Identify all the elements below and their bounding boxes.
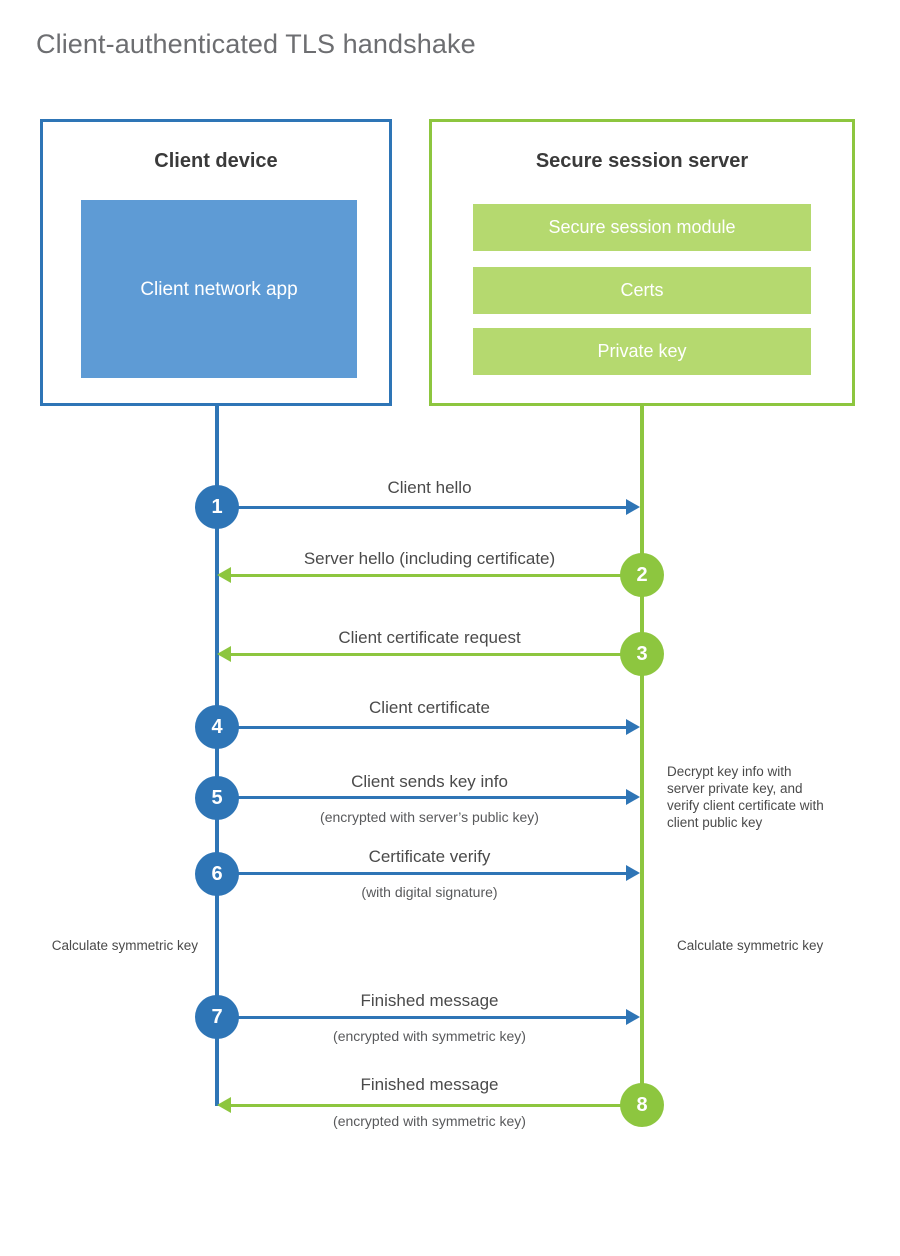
step-7-badge: 7 <box>195 995 239 1039</box>
step-1-arrow-head-icon <box>626 499 640 515</box>
step-3-label: Client certificate request <box>338 628 521 647</box>
step-5-arrow-line <box>217 796 626 799</box>
client-device-title: Client device <box>154 150 278 172</box>
server-decrypt-note: Decrypt key info with server private key… <box>667 764 824 830</box>
step-4-arrow-line <box>217 726 626 729</box>
step-2-badge: 2 <box>620 553 664 597</box>
step-3-badge: 3 <box>620 632 664 676</box>
step-7-arrow-head-icon <box>626 1009 640 1025</box>
step-1-badge: 1 <box>195 485 239 529</box>
step-2-arrow-line <box>231 574 642 577</box>
step-5-label: Client sends key info <box>351 772 508 791</box>
step-7-label: Finished message <box>360 991 499 1010</box>
step-6-label: Certificate verify <box>368 847 491 866</box>
step-8-sublabel: (encrypted with symmetric key) <box>333 1113 526 1129</box>
server-lifeline <box>640 406 644 1106</box>
client-calculate-symmetric-key-note: Calculate symmetric key <box>51 938 198 953</box>
client-network-app-block: Client network app <box>81 200 357 378</box>
step-5-arrow-head-icon <box>626 789 640 805</box>
step-8-arrow-line <box>231 1104 642 1107</box>
step-5-badge: 5 <box>195 776 239 820</box>
step-4-badge: 4 <box>195 705 239 749</box>
step-3-arrow-line <box>231 653 642 656</box>
step-7-arrow-line <box>217 1016 626 1019</box>
step-8-arrow-head-icon <box>217 1097 231 1113</box>
step-8-badge: 8 <box>620 1083 664 1127</box>
step-4-arrow-head-icon <box>626 719 640 735</box>
client-device-box: Client device Client network app <box>40 119 392 406</box>
server-component-certs: Certs <box>473 267 811 314</box>
step-1-label: Client hello <box>387 478 472 497</box>
step-6-badge: 6 <box>195 852 239 896</box>
step-6-arrow-head-icon <box>626 865 640 881</box>
step-6-sublabel: (with digital signature) <box>361 884 498 900</box>
secure-session-server-title: Secure session server <box>535 150 749 172</box>
step-7-sublabel: (encrypted with symmetric key) <box>333 1028 526 1044</box>
step-4-label: Client certificate <box>369 698 490 717</box>
step-5-sublabel: (encrypted with server’s public key) <box>320 809 539 825</box>
client-lifeline <box>215 406 219 1106</box>
page-title: Client-authenticated TLS handshake <box>36 29 476 59</box>
server-component-private-key: Private key <box>473 328 811 375</box>
secure-session-server-box: Secure session server Secure session mod… <box>429 119 855 406</box>
step-2-arrow-head-icon <box>217 567 231 583</box>
step-2-label: Server hello (including certificate) <box>303 549 556 568</box>
server-calculate-symmetric-key-note: Calculate symmetric key <box>677 938 824 953</box>
server-component-secure-session-module: Secure session module <box>473 204 811 251</box>
step-6-arrow-line <box>217 872 626 875</box>
step-8-label: Finished message <box>360 1075 499 1094</box>
step-3-arrow-head-icon <box>217 646 231 662</box>
step-1-arrow-line <box>217 506 626 509</box>
